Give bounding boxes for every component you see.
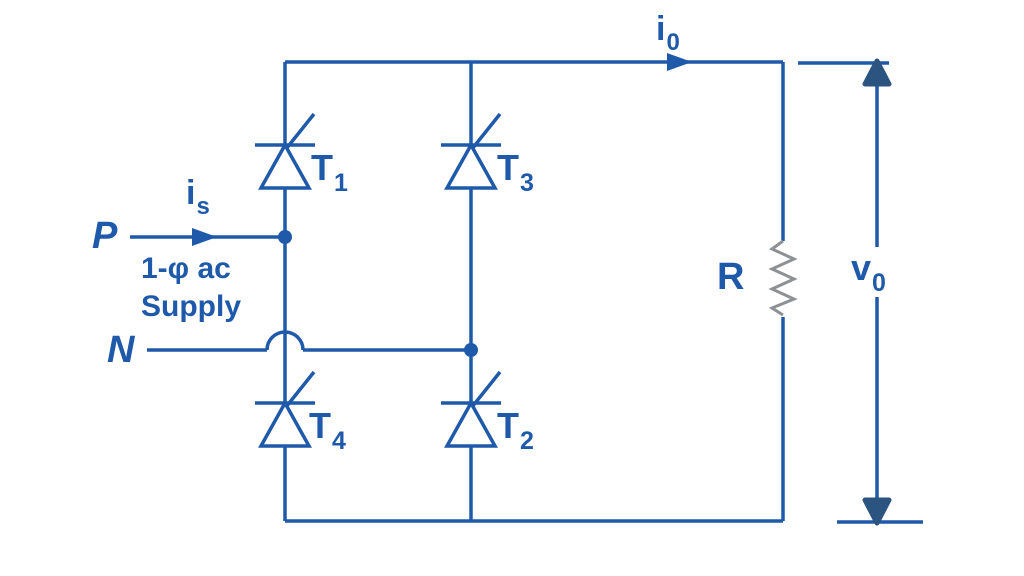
t2-sub: 2: [520, 427, 534, 455]
thyristor-t1-symbol: [255, 112, 316, 190]
thyristor-t2-symbol: [441, 370, 502, 448]
source-current-base: i: [186, 174, 196, 212]
load-resistor-text: R: [717, 256, 745, 298]
source-current-label: is: [186, 174, 210, 219]
thyristor-t2-label: T2: [497, 405, 534, 454]
output-voltage-base: v: [851, 247, 872, 288]
resistor-symbol: [768, 239, 798, 317]
t1-sub: 1: [334, 169, 348, 197]
source-current-arrow-icon: [192, 228, 217, 246]
junction-dot-n: [464, 343, 478, 357]
load-resistor-label: R: [717, 258, 744, 296]
wire-hop-icon: [265, 330, 305, 351]
output-current-sub: 0: [666, 29, 680, 56]
output-voltage-label: v0: [851, 247, 886, 296]
terminal-p-text: P: [92, 215, 118, 257]
output-voltage-indicator: [798, 58, 923, 526]
supply-label: 1-φ ac Supply: [141, 250, 241, 326]
thyristor-t3-label: T3: [497, 147, 534, 196]
supply-line1: 1-φ ac: [141, 252, 231, 285]
t4-sub: 4: [332, 427, 346, 455]
voltage-arrow-down-icon: [862, 497, 892, 526]
output-current-label: i0: [656, 10, 680, 55]
terminal-n-text: N: [107, 329, 135, 371]
thyristor-t4-symbol: [255, 370, 316, 448]
voltage-arrow-up-icon: [862, 58, 892, 87]
thyristor-t3-symbol: [441, 112, 502, 190]
output-current-base: i: [656, 10, 666, 48]
t3-sub: 3: [520, 169, 534, 197]
t3-base: T: [497, 147, 519, 188]
terminal-n-label: N: [107, 331, 134, 369]
t4-base: T: [309, 405, 331, 446]
junction-dot-p: [278, 230, 292, 244]
t1-base: T: [311, 147, 333, 188]
terminal-p-label: P: [92, 217, 117, 255]
supply-line2: Supply: [141, 290, 242, 323]
source-current-sub: s: [196, 193, 210, 220]
output-current-arrow-icon: [667, 53, 692, 71]
t2-base: T: [497, 405, 519, 446]
output-voltage-sub: 0: [872, 269, 886, 297]
thyristor-t4-label: T4: [309, 405, 346, 454]
thyristor-t1-label: T1: [311, 147, 348, 196]
